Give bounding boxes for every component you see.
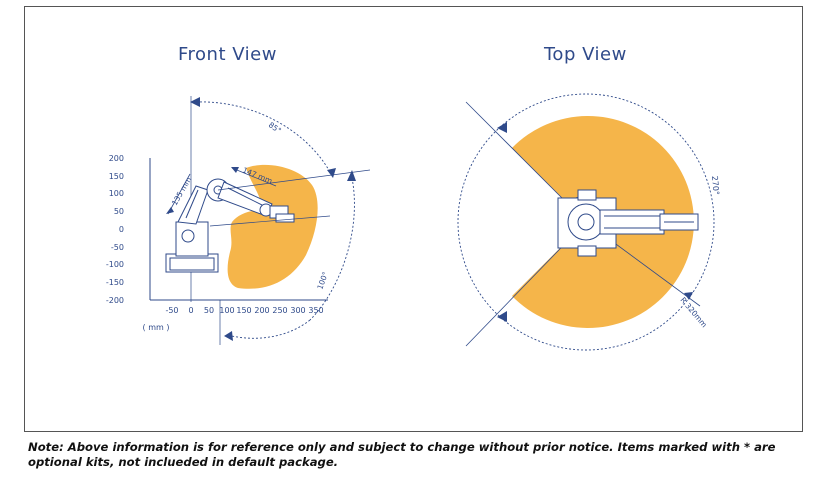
unit-label: ( mm ) bbox=[143, 323, 170, 332]
x-tick: 0 bbox=[188, 306, 193, 315]
footnote: Note: Above information is for reference… bbox=[28, 440, 776, 469]
arc-arrow bbox=[190, 97, 200, 107]
dim-arrow bbox=[166, 207, 174, 214]
x-tick: 350 bbox=[308, 306, 323, 315]
arc-arrow bbox=[347, 170, 356, 181]
x-tick: 250 bbox=[272, 306, 287, 315]
y-tick: 0 bbox=[119, 225, 124, 234]
y-tick: 100 bbox=[109, 189, 124, 198]
arc-arrow bbox=[497, 122, 507, 133]
angle-line-upper bbox=[217, 169, 371, 191]
y-tick: 50 bbox=[114, 207, 124, 216]
arc-arrow bbox=[224, 331, 233, 341]
robot-arm-top bbox=[557, 189, 699, 257]
y-tick: -100 bbox=[106, 260, 124, 269]
angle-line-lower bbox=[209, 215, 331, 227]
y-tick: -200 bbox=[106, 296, 124, 305]
x-tick: 50 bbox=[204, 306, 214, 315]
front-view-title: Front View bbox=[178, 44, 277, 65]
x-tick: 150 bbox=[236, 306, 251, 315]
robot-arm-side bbox=[165, 178, 295, 273]
sweep-angle-label: 270° bbox=[710, 175, 721, 195]
top-view-title: Top View bbox=[544, 44, 627, 65]
x-tick: 200 bbox=[254, 306, 269, 315]
y-tick: 200 bbox=[109, 154, 124, 163]
dim-arrow bbox=[231, 167, 239, 173]
y-tick: -50 bbox=[111, 243, 124, 252]
x-tick: -50 bbox=[165, 306, 178, 315]
top-outer-circle bbox=[457, 93, 715, 351]
radius-arrow bbox=[684, 292, 693, 300]
angle-arc-85 bbox=[195, 101, 331, 173]
front-workspace-area bbox=[227, 164, 318, 289]
x-tick: 100 bbox=[219, 306, 234, 315]
dim-line-135 bbox=[167, 173, 191, 215]
angle-arc-100 bbox=[309, 177, 355, 321]
arc-arrow bbox=[327, 168, 336, 178]
y-tick: -150 bbox=[106, 278, 124, 287]
arc-arrow bbox=[497, 311, 507, 322]
y-tick: 150 bbox=[109, 172, 124, 181]
front-view: 200 150 100 50 0 -50 -100 -150 -200 -50 … bbox=[106, 96, 371, 345]
top-view: R 320mm 270° bbox=[457, 93, 721, 351]
radius-label: R 320mm bbox=[678, 296, 708, 330]
lower-angle-label: 100° bbox=[315, 270, 330, 290]
angle-arc-100-tail bbox=[231, 319, 311, 339]
upper-angle-label: 85° bbox=[267, 120, 283, 135]
x-tick: 300 bbox=[290, 306, 305, 315]
